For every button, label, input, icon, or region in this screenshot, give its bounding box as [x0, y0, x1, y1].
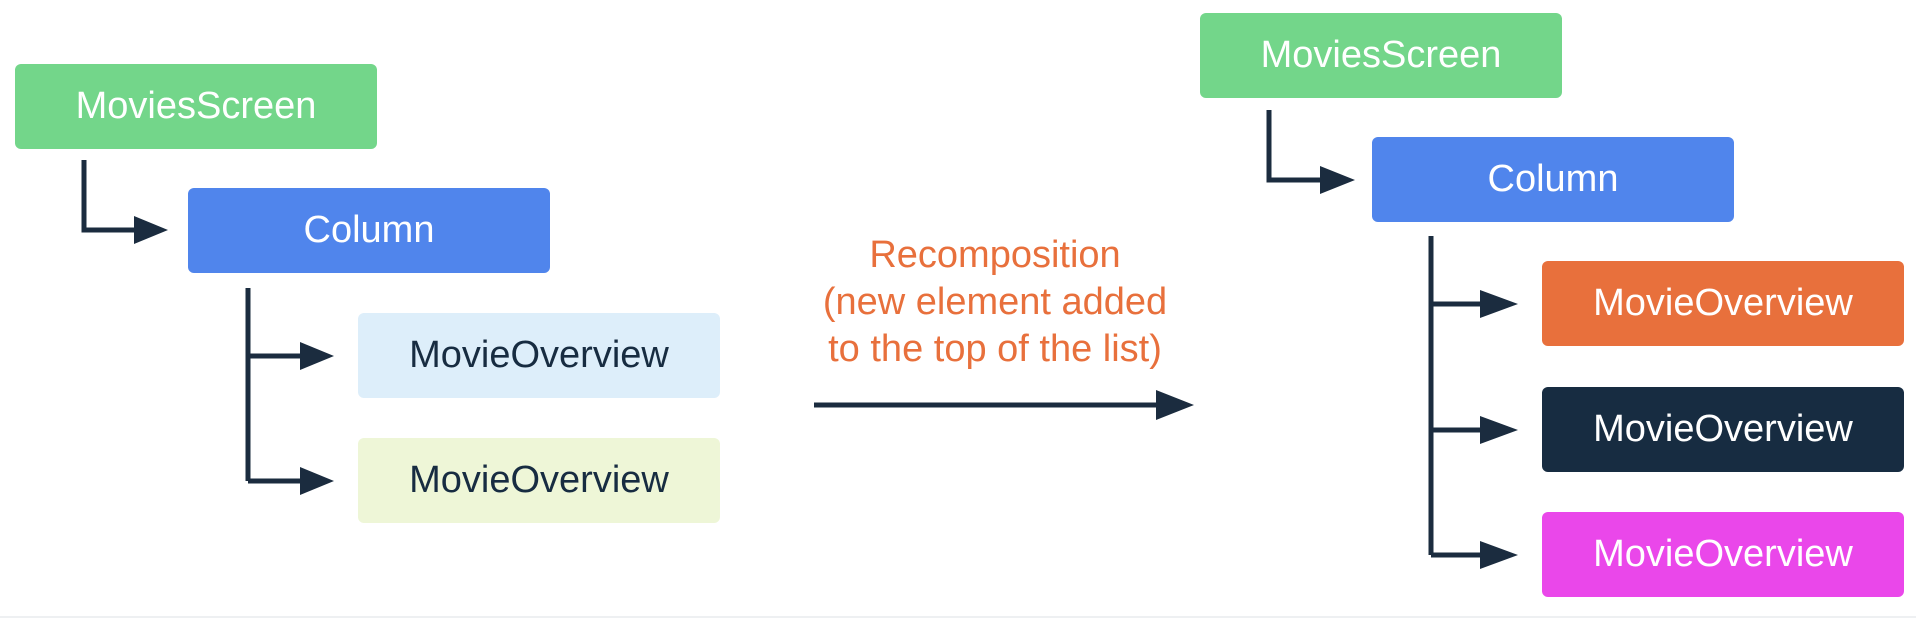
node-label: MovieOverview	[409, 459, 669, 501]
arrowhead	[1320, 166, 1355, 194]
node-label: MovieOverview	[1593, 282, 1853, 324]
before-arrowheads	[134, 216, 334, 495]
bottom-divider	[0, 616, 1916, 618]
movie-overview-node-3: MovieOverview	[1542, 512, 1904, 597]
arrowhead	[1480, 541, 1518, 569]
recomposition-arrow	[814, 390, 1194, 420]
root-to-column-connector	[81, 160, 140, 233]
arrowhead	[300, 342, 334, 370]
arrowhead	[134, 216, 168, 244]
movie-overview-node-1: MovieOverview	[1542, 261, 1904, 346]
caption-line-1: Recomposition	[869, 234, 1121, 276]
caption-line-3: to the top of the list)	[828, 328, 1162, 370]
movies-screen-node: MoviesScreen	[1200, 13, 1562, 98]
movie-overview-node-2: MovieOverview	[358, 438, 720, 523]
node-label: MoviesScreen	[75, 85, 317, 127]
arrowhead	[1480, 416, 1518, 444]
node-label: MovieOverview	[1593, 533, 1853, 575]
movie-overview-node-1: MovieOverview	[358, 313, 720, 398]
movies-screen-node: MoviesScreen	[15, 64, 377, 149]
column-node: Column	[1372, 137, 1734, 222]
recomposition-caption: Recomposition (new element added to the …	[790, 232, 1200, 373]
after-connectors	[1266, 110, 1484, 558]
caption-line-2: (new element added	[822, 281, 1168, 323]
node-label: MoviesScreen	[1260, 34, 1502, 76]
root-to-column-connector	[1266, 110, 1324, 183]
arrowhead	[300, 467, 334, 495]
movie-overview-node-2: MovieOverview	[1542, 387, 1904, 472]
node-label: MovieOverview	[1593, 408, 1853, 450]
before-connectors	[81, 160, 302, 484]
column-node: Column	[188, 188, 550, 273]
after-arrowheads	[1320, 166, 1518, 569]
node-label: MovieOverview	[409, 334, 669, 376]
arrowhead	[1480, 290, 1518, 318]
node-label: Column	[1487, 158, 1619, 200]
node-label: Column	[303, 209, 435, 251]
